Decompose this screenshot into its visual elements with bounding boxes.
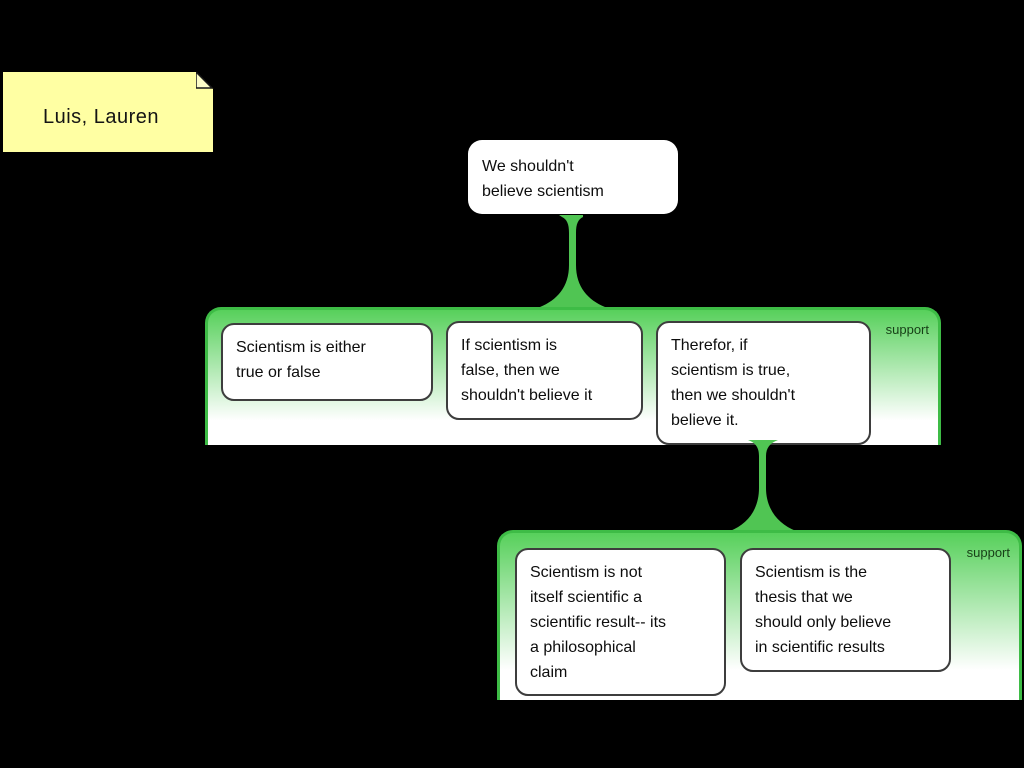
premise-text-line: believe it. — [671, 412, 739, 429]
premise-box[interactable]: Scientism is not itself scientific a sci… — [515, 548, 726, 696]
note-text: Luis, Lauren — [42, 106, 160, 128]
premise-text-line: thesis that we — [755, 589, 853, 606]
premise-text-line: Scientism is not — [530, 564, 643, 581]
premise-text-line: shouldn't believe it — [461, 387, 593, 404]
support-group-2[interactable]: support Scientism is not itself scientif… — [497, 530, 1022, 700]
support-connector-2 — [730, 440, 796, 531]
support-group-1[interactable]: support Scientism is either true or fals… — [205, 307, 941, 445]
premise-text-line: If scientism is — [461, 337, 558, 354]
premise-text-line: Scientism is the — [755, 564, 868, 581]
premise-text-line: true or false — [236, 364, 321, 381]
premise-text-line: itself scientific a — [530, 589, 643, 606]
premise-box[interactable]: Scientism is either true or false — [221, 323, 433, 401]
note-fold-icon — [196, 72, 214, 89]
premise-text-line: scientism is true, — [671, 362, 791, 379]
support-label: support — [966, 545, 1010, 560]
premise-text-line: in scientific results — [755, 639, 885, 656]
premise-text-line: should only believe — [755, 614, 892, 631]
sticky-note[interactable]: Luis, Lauren — [3, 72, 213, 152]
premise-text-line: Therefor, if — [671, 337, 748, 354]
claim-box[interactable]: We shouldn't believe scientism — [468, 140, 678, 214]
premise-box[interactable]: Scientism is the thesis that we should o… — [740, 548, 951, 672]
premise-text-line: Scientism is either — [236, 339, 366, 356]
premise-text-line: scientific result-- its — [530, 614, 667, 631]
premise-box[interactable]: If scientism is false, then we shouldn't… — [446, 321, 643, 420]
premise-text-line: then we shouldn't — [671, 387, 796, 404]
support-connector-1 — [540, 215, 605, 307]
premise-text-line: a philosophical — [530, 639, 636, 656]
claim-text-line: We shouldn't — [482, 158, 574, 175]
support-label: support — [885, 322, 929, 337]
claim-text-line: believe scientism — [482, 183, 604, 200]
premise-text-line: claim — [530, 664, 568, 681]
premise-text-line: false, then we — [461, 362, 560, 379]
premise-box[interactable]: Therefor, if scientism is true, then we … — [656, 321, 871, 445]
